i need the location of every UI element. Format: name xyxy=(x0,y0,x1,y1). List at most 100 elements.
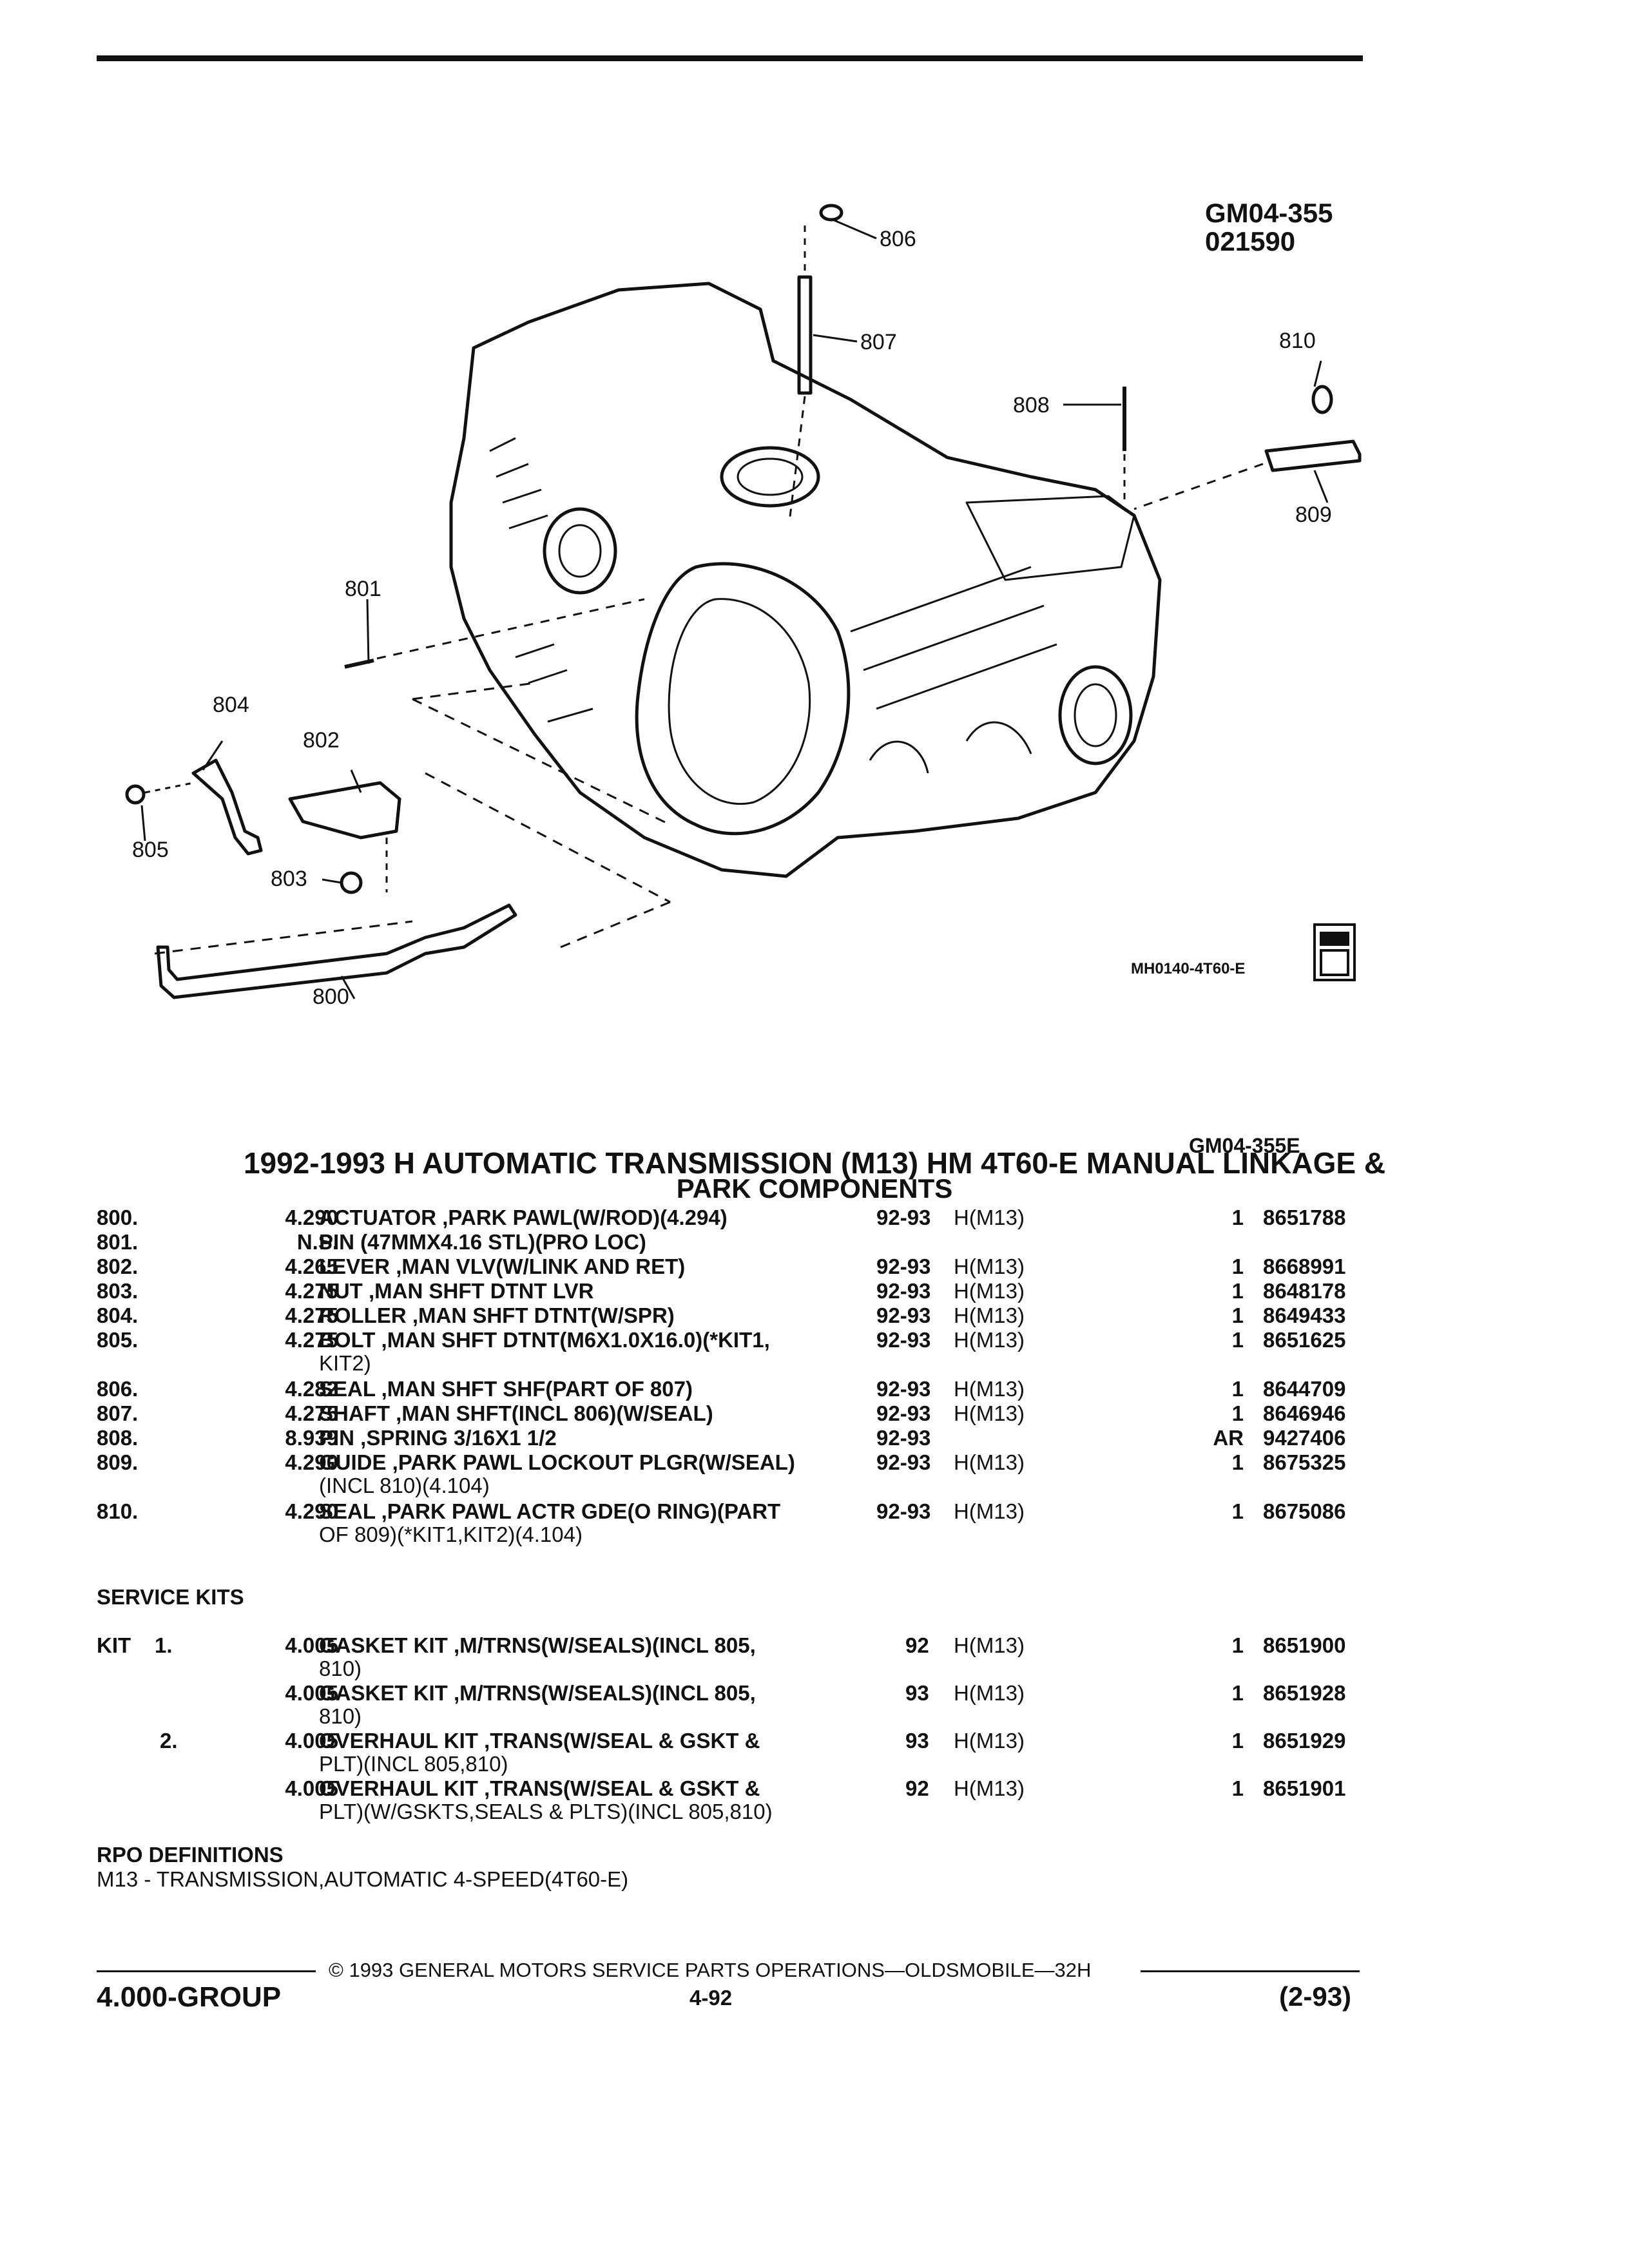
years: 93 xyxy=(905,1681,929,1705)
item-number: 804. xyxy=(97,1303,139,1327)
part-number: 8651788 xyxy=(1263,1206,1346,1229)
quantity: AR xyxy=(1213,1426,1244,1450)
quantity: 1 xyxy=(1231,1729,1244,1753)
description: NUT ,MAN SHFT DTNT LVR xyxy=(319,1279,594,1303)
years: 92 xyxy=(905,1776,929,1800)
bell-housing xyxy=(635,562,851,836)
model: H(M13) xyxy=(954,1450,1025,1474)
quantity: 1 xyxy=(1231,1401,1244,1425)
model: H(M13) xyxy=(954,1776,1025,1800)
years: 93 xyxy=(905,1729,929,1753)
top-rule xyxy=(97,55,1363,61)
output-port xyxy=(1058,665,1133,765)
quantity: 1 xyxy=(1231,1206,1244,1229)
item-number: 806. xyxy=(97,1377,139,1401)
part-number: 8648178 xyxy=(1263,1279,1346,1303)
description: PIN (47MMX4.16 STL)(PRO LOC) xyxy=(319,1230,646,1254)
group-number: 4.275 xyxy=(285,1401,338,1425)
part-807-shaft xyxy=(797,275,813,395)
item-number: 2. xyxy=(160,1729,178,1753)
years: 92-93 xyxy=(876,1206,931,1229)
part-810-oring xyxy=(1311,385,1333,414)
model: H(M13) xyxy=(954,1401,1025,1425)
transmission-case xyxy=(449,282,1162,878)
callout-809: 809 xyxy=(1295,503,1332,527)
years: 92-93 xyxy=(876,1279,931,1303)
model: H(M13) xyxy=(954,1254,1025,1278)
part-809-guide xyxy=(1264,439,1362,472)
group-number: 4.005 xyxy=(285,1776,338,1800)
callout-802: 802 xyxy=(303,728,340,753)
part-802-lever xyxy=(288,781,401,840)
quantity: 1 xyxy=(1231,1499,1244,1523)
kit-label: KIT xyxy=(97,1633,131,1657)
group-number: 4.275 xyxy=(285,1328,338,1352)
part-number: 8675325 xyxy=(1263,1450,1346,1474)
item-number: 800. xyxy=(97,1206,139,1229)
description: ROLLER ,MAN SHFT DTNT(W/SPR) xyxy=(319,1303,675,1327)
part-800-actuator xyxy=(156,903,517,999)
quantity: 1 xyxy=(1231,1377,1244,1401)
footer-rule-right xyxy=(1141,1970,1360,1972)
quantity: 1 xyxy=(1231,1681,1244,1705)
callout-801: 801 xyxy=(345,577,381,601)
part-number: 9427406 xyxy=(1263,1426,1346,1450)
callout-804: 804 xyxy=(213,693,249,717)
years: 92-93 xyxy=(876,1450,931,1474)
part-number: 8651929 xyxy=(1263,1729,1346,1753)
group-number: 4.005 xyxy=(285,1729,338,1753)
part-number: 8646946 xyxy=(1263,1401,1346,1425)
group-number: 8.939 xyxy=(285,1426,338,1450)
part-number: 8651625 xyxy=(1263,1328,1346,1352)
callout-800: 800 xyxy=(313,985,349,1009)
quantity: 1 xyxy=(1231,1328,1244,1352)
years: 92-93 xyxy=(876,1426,931,1450)
item-number: 802. xyxy=(97,1254,139,1278)
rpo-heading: RPO DEFINITIONS xyxy=(97,1843,284,1867)
item-number: 801. xyxy=(97,1230,139,1254)
years: 92-93 xyxy=(876,1377,931,1401)
group-number: 4.005 xyxy=(285,1633,338,1657)
description: ACTUATOR ,PARK PAWL(W/ROD)(4.294) xyxy=(319,1206,728,1229)
footer-page-number: 4-92 xyxy=(689,1986,733,2010)
description-continued: PLT)(W/GSKTS,SEALS & PLTS)(INCL 805,810) xyxy=(319,1800,773,1823)
description-continued: 810) xyxy=(319,1657,362,1680)
model: H(M13) xyxy=(954,1328,1025,1352)
quantity: 1 xyxy=(1231,1254,1244,1278)
exploded-diagram xyxy=(125,204,1362,999)
top-port xyxy=(720,446,820,508)
description: BOLT ,MAN SHFT DTNT(M6X1.0X16.0)(*KIT1, xyxy=(319,1328,770,1352)
years: 92-93 xyxy=(876,1499,931,1523)
part-806-seal xyxy=(819,204,843,222)
group-number: 4.290 xyxy=(285,1206,338,1229)
group-number: 4.275 xyxy=(285,1279,338,1303)
footer-group: 4.000-GROUP xyxy=(97,1981,282,2013)
diagram-code: GM04-355 xyxy=(1205,198,1333,228)
group-number: 4.005 xyxy=(285,1681,338,1705)
group-number: 4.290 xyxy=(285,1499,338,1523)
part-number: 8651901 xyxy=(1263,1776,1346,1800)
callout-803: 803 xyxy=(271,867,307,891)
item-number: 803. xyxy=(97,1279,139,1303)
description-continued: OF 809)(*KIT1,KIT2)(4.104) xyxy=(319,1523,583,1546)
years: 92-93 xyxy=(876,1328,931,1352)
quantity: 1 xyxy=(1231,1450,1244,1474)
years: 92-93 xyxy=(876,1254,931,1278)
description-continued: 810) xyxy=(319,1704,362,1728)
model: H(M13) xyxy=(954,1206,1025,1229)
group-number: 4.265 xyxy=(285,1254,338,1278)
callout-806: 806 xyxy=(880,227,916,251)
description: SEAL ,MAN SHFT SHF(PART OF 807) xyxy=(319,1377,693,1401)
group-number: 4.282 xyxy=(285,1377,338,1401)
part-804-roller xyxy=(191,758,263,856)
part-number: 8649433 xyxy=(1263,1303,1346,1327)
section-title-line1: 1992-1993 H AUTOMATIC TRANSMISSION (M13)… xyxy=(243,1146,1386,1180)
group-number: 4.290 xyxy=(285,1450,338,1474)
footer-rule-left xyxy=(97,1970,316,1972)
description: SEAL ,PARK PAWL ACTR GDE(O RING)(PART xyxy=(319,1499,781,1523)
group-number: N.S. xyxy=(296,1230,338,1254)
description: OVERHAUL KIT ,TRANS(W/SEAL & GSKT & xyxy=(319,1776,760,1800)
part-805-bolt xyxy=(125,784,146,805)
item-number: 809. xyxy=(97,1450,139,1474)
item-number: 807. xyxy=(97,1401,139,1425)
